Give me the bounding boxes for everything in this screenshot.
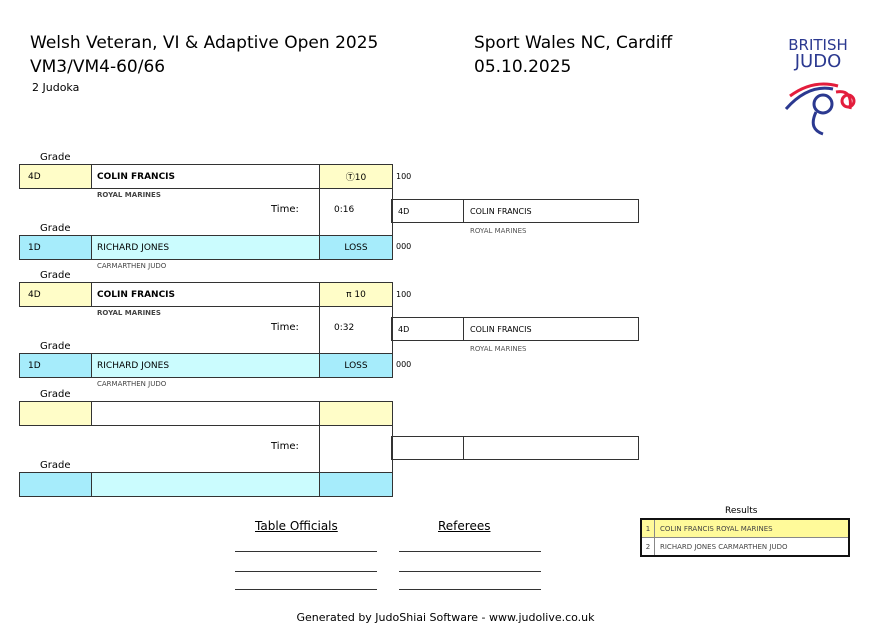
grade-label: Grade xyxy=(40,152,71,163)
winner-club: ROYAL MARINES xyxy=(470,227,527,235)
venue: Sport Wales NC, Cardiff xyxy=(474,33,673,53)
match-2: Grade 4D COLIN FRANCIS π 10 100 ROYAL MA… xyxy=(19,270,639,392)
time-label: Time: xyxy=(271,441,299,452)
name xyxy=(92,473,320,496)
winner-name: COLIN FRANCIS xyxy=(470,324,532,334)
score: 100 xyxy=(396,172,412,181)
grade-label: Grade xyxy=(40,270,71,281)
score: 000 xyxy=(396,360,412,369)
result: LOSS xyxy=(320,236,392,259)
referees-label: Referees xyxy=(438,519,491,533)
match-3: Grade Time: Grade xyxy=(19,389,639,511)
winner-grade: 4D xyxy=(392,318,464,340)
name: RICHARD JONES xyxy=(92,236,320,259)
name: COLIN FRANCIS xyxy=(92,283,320,306)
time-label: Time: xyxy=(271,322,299,333)
signature-line xyxy=(399,571,541,572)
white-competitor-row[interactable]: 4D COLIN FRANCIS π 10 xyxy=(19,282,393,307)
grade: 1D xyxy=(20,354,92,377)
white-competitor-row[interactable] xyxy=(19,401,393,426)
generated-by: Generated by JudoShiai Software - www.ju… xyxy=(296,611,595,624)
grade-label: Grade xyxy=(40,389,71,400)
judoka-count: 2 Judoka xyxy=(32,81,80,94)
results-title: Results xyxy=(725,506,758,516)
time-value: 0:32 xyxy=(334,323,355,333)
result: LOSS xyxy=(320,354,392,377)
grade: 4D xyxy=(20,165,92,188)
category: VM3/VM4-60/66 xyxy=(30,57,166,77)
winner-name xyxy=(464,437,470,459)
grade-label: Grade xyxy=(40,460,71,471)
result xyxy=(320,402,392,425)
signature-line xyxy=(235,571,377,572)
winner-grade: 4D xyxy=(392,200,464,222)
tournament-title: Welsh Veteran, VI & Adaptive Open 2025 xyxy=(30,33,379,53)
club: CARMARTHEN JUDO xyxy=(97,380,167,388)
winner-name: COLIN FRANCIS xyxy=(470,206,532,216)
british-judo-logo: BRITISH JUDO xyxy=(778,34,858,144)
grade: 1D xyxy=(20,236,92,259)
results-row: 2 RICHARD JONES CARMARTHEN JUDO xyxy=(642,538,848,555)
result: Ⓣ10 xyxy=(320,165,392,188)
signature-line xyxy=(235,589,377,590)
signature-line xyxy=(235,551,377,552)
rank: 2 xyxy=(642,538,655,555)
name: COLIN FRANCIS xyxy=(92,165,320,188)
time-box xyxy=(319,425,393,473)
svg-text:JUDO: JUDO xyxy=(794,51,842,72)
name: RICHARD JONES xyxy=(92,354,320,377)
winner-box: 4D COLIN FRANCIS xyxy=(391,199,639,223)
grade: 4D xyxy=(20,283,92,306)
grade xyxy=(20,473,92,496)
club: ROYAL MARINES xyxy=(97,191,161,199)
svg-text:BRITISH: BRITISH xyxy=(788,36,848,54)
name xyxy=(92,402,320,425)
results-row: 1 COLIN FRANCIS ROYAL MARINES xyxy=(642,520,848,538)
club: CARMARTHEN JUDO xyxy=(97,262,167,270)
grade-label: Grade xyxy=(40,341,71,352)
white-competitor-row[interactable]: 4D COLIN FRANCIS Ⓣ10 xyxy=(19,164,393,189)
grade xyxy=(20,402,92,425)
date: 05.10.2025 xyxy=(474,57,572,77)
grade-label: Grade xyxy=(40,223,71,234)
result-text: COLIN FRANCIS ROYAL MARINES xyxy=(660,524,773,533)
blue-competitor-row[interactable] xyxy=(19,472,393,497)
winner-grade xyxy=(392,437,464,459)
winner-box: 4D COLIN FRANCIS xyxy=(391,317,639,341)
time-label: Time: xyxy=(271,204,299,215)
signature-line xyxy=(399,551,541,552)
result: π 10 xyxy=(320,283,392,306)
time-box xyxy=(319,306,393,354)
rank: 1 xyxy=(642,520,655,537)
club: ROYAL MARINES xyxy=(97,309,161,317)
blue-competitor-row[interactable]: 1D RICHARD JONES LOSS xyxy=(19,235,393,260)
table-officials-label: Table Officials xyxy=(255,519,338,533)
time-value: 0:16 xyxy=(334,205,355,215)
score: 000 xyxy=(396,242,412,251)
score: 100 xyxy=(396,290,412,299)
match-1: Grade 4D COLIN FRANCIS Ⓣ10 100 ROYAL MAR… xyxy=(19,152,639,274)
winner-club: ROYAL MARINES xyxy=(470,345,527,353)
result xyxy=(320,473,392,496)
signature-line xyxy=(399,589,541,590)
winner-box xyxy=(391,436,639,460)
blue-competitor-row[interactable]: 1D RICHARD JONES LOSS xyxy=(19,353,393,378)
result-text: RICHARD JONES CARMARTHEN JUDO xyxy=(660,542,788,551)
time-box xyxy=(319,188,393,236)
results-table: 1 COLIN FRANCIS ROYAL MARINES 2 RICHARD … xyxy=(640,518,850,557)
